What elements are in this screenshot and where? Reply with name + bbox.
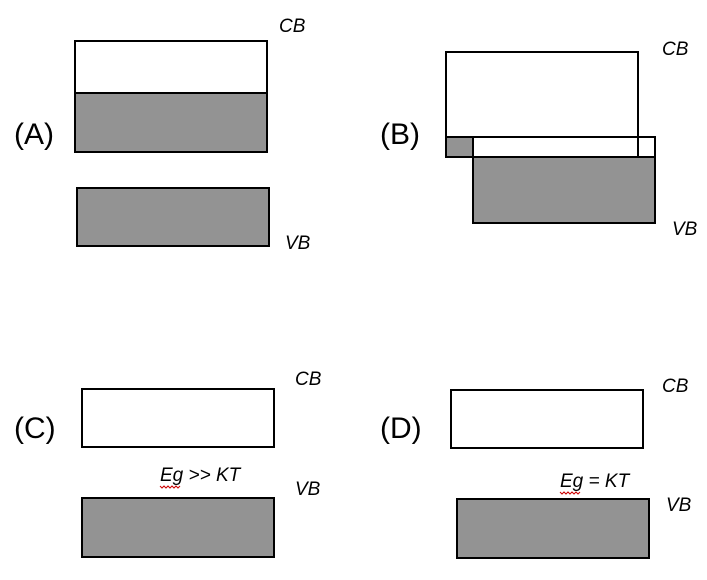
panel-d-conduction-band [450,389,644,449]
panel-c-cb-label: CB [295,369,322,390]
panel-b-cb-label: CB [662,39,689,60]
panel-a-label: (A) [14,118,54,151]
panel-b-empty-overlap [472,136,656,158]
panel-c-conduction-band [81,388,275,448]
panel-d-valence-band [456,498,650,559]
panel-d-vb-label: VB [666,495,692,516]
panel-b-valence-band [472,156,656,224]
panel-a-valence-band [76,187,270,247]
panel-c-vb-label: VB [295,479,321,500]
panel-b-vb-label: VB [672,219,698,240]
panel-d-gap-label: Eg = KT [560,471,631,492]
panel-a-vb-label: VB [285,233,311,254]
panel-a-cb-label: CB [279,16,306,37]
panel-c: (C) CB VB Eg >> KT [14,369,322,558]
panel-c-gap-label: Eg >> KT [160,465,242,486]
panel-c-label: (C) [14,412,56,445]
panel-c-spellcheck-underline [159,485,181,489]
panel-d-label: (D) [380,412,422,445]
panel-d-spellcheck-underline [559,491,581,495]
panel-b-filled-overlap-left [445,136,474,158]
panel-b-label: (B) [380,118,420,151]
panel-a-conduction-band-filled-part [74,92,268,153]
panel-c-valence-band [81,497,275,558]
panel-b: (B) CB VB [380,39,698,240]
panel-a: (A) CB VB [14,16,311,254]
panel-d-cb-label: CB [662,376,689,397]
panel-d: (D) CB VB Eg = KT [380,376,692,559]
